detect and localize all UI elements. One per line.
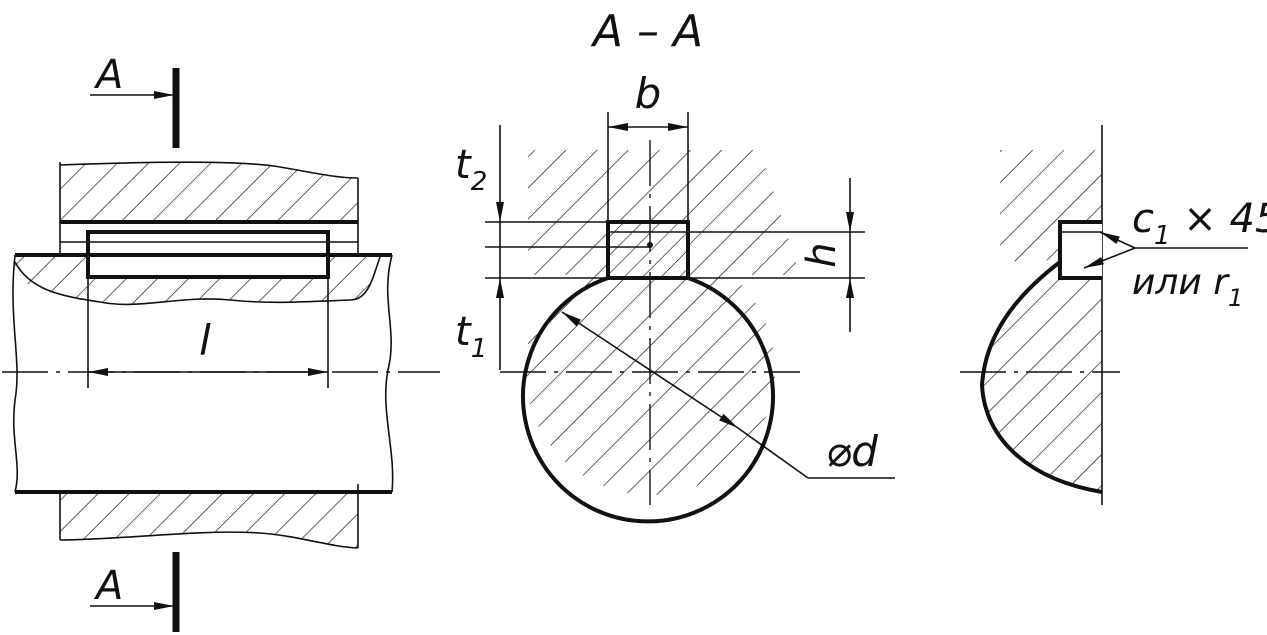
chamfer-detail-view: c1 × 45 или r1 [960, 125, 1267, 505]
label-section-top: A [93, 52, 123, 98]
label-l: l [199, 316, 211, 365]
label-section-bottom: A [93, 563, 123, 609]
label-t1: t1 [455, 309, 487, 364]
dimension-d-line [561, 311, 739, 429]
cross-section-view: A – A b t2 [455, 6, 895, 524]
key-section [608, 222, 688, 278]
shaft-outline-detail [979, 260, 1103, 494]
label-t2: t2 [455, 142, 487, 197]
label-chamfer: c1 × 45 [1132, 196, 1267, 251]
upper-hub-section [60, 162, 358, 222]
label-h: h [799, 242, 845, 267]
shaft-keyway-section [15, 255, 380, 305]
label-diameter: ⌀d [826, 427, 878, 476]
section-title: A – A [590, 6, 703, 57]
label-b: b [635, 69, 662, 118]
chamfer-leader [1099, 231, 1136, 249]
key-side-view [86, 230, 330, 279]
lower-hub-section [60, 492, 358, 548]
label-radius: или r1 [1132, 262, 1243, 312]
longitudinal-view: l A A [2, 52, 440, 632]
